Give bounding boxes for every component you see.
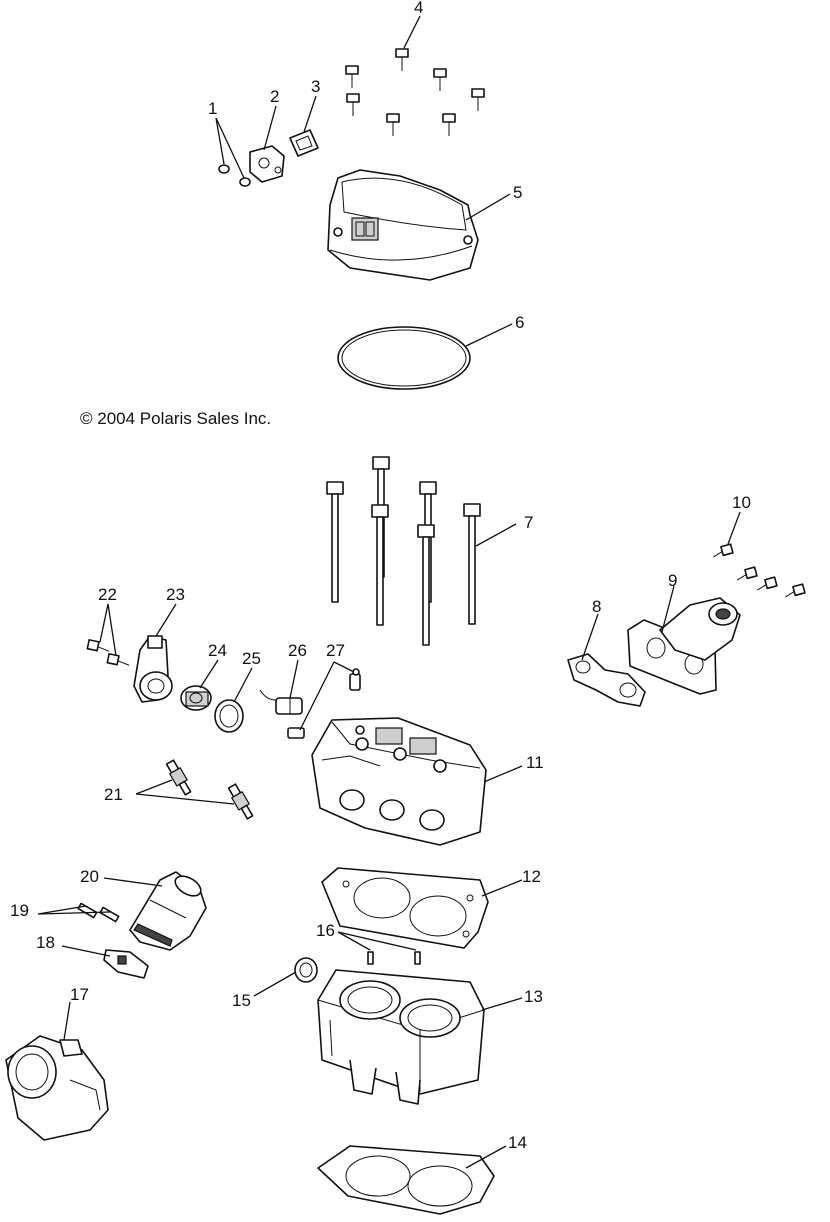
head-bolts <box>326 456 481 646</box>
callout-12: 12 <box>522 867 541 886</box>
thermostat-seal <box>214 699 244 733</box>
callout-25: 25 <box>242 649 261 668</box>
callout-14: 14 <box>508 1133 527 1152</box>
thermostat-housing-screws <box>86 639 130 666</box>
callout-23: 23 <box>166 585 185 604</box>
callout-10: 10 <box>732 493 751 512</box>
head-gasket <box>321 867 489 949</box>
callout-3: 3 <box>311 77 320 96</box>
throttle-body <box>5 1035 109 1141</box>
thermostat-housing <box>133 635 173 703</box>
callout-18: 18 <box>36 933 55 952</box>
cylinder-head <box>311 717 487 846</box>
temperature-sensor <box>259 689 303 715</box>
dowel-pins <box>367 951 421 965</box>
callout-24: 24 <box>208 641 227 660</box>
exhaust-gasket <box>567 653 646 707</box>
callout-16: 16 <box>316 921 335 940</box>
cover-bolts <box>345 48 485 136</box>
callout-4: 4 <box>414 0 423 17</box>
sensor-fitting <box>287 668 361 739</box>
callout-8: 8 <box>592 597 601 616</box>
callout-20: 20 <box>80 867 99 886</box>
callout-17: 17 <box>70 985 89 1004</box>
callout-11: 11 <box>526 753 544 772</box>
leader-lines <box>37 15 741 1169</box>
callout-13: 13 <box>524 987 543 1006</box>
callout-9: 9 <box>668 571 677 590</box>
callout-27: 27 <box>326 641 345 660</box>
callout-labels: 1 2 3 4 5 6 7 8 9 10 11 12 13 14 15 16 1… <box>10 0 751 1152</box>
breather-screws <box>218 164 251 187</box>
callout-26: 26 <box>288 641 307 660</box>
breather-housing <box>249 145 285 183</box>
callout-7: 7 <box>524 513 533 532</box>
callout-19: 19 <box>10 901 29 920</box>
exhaust-flange <box>627 597 741 695</box>
cylinder-plug <box>294 957 318 983</box>
callout-6: 6 <box>515 313 524 332</box>
callout-1: 1 <box>208 99 217 118</box>
spark-plugs <box>165 759 254 820</box>
thermostat <box>180 685 212 711</box>
callout-5: 5 <box>513 183 522 202</box>
copyright-notice: © 2004 Polaris Sales Inc. <box>80 409 271 428</box>
callout-15: 15 <box>232 991 251 1010</box>
callout-22: 22 <box>98 585 117 604</box>
base-gasket <box>317 1145 495 1215</box>
cylinder-block <box>317 969 485 1105</box>
cover-gasket <box>337 326 471 390</box>
callout-2: 2 <box>270 87 279 106</box>
intake-sensor <box>103 949 149 979</box>
breather-gasket <box>289 129 319 157</box>
valve-cover <box>327 169 479 281</box>
intake-boot <box>129 871 207 951</box>
callout-21: 21 <box>104 785 123 804</box>
flange-bolts <box>713 543 806 598</box>
